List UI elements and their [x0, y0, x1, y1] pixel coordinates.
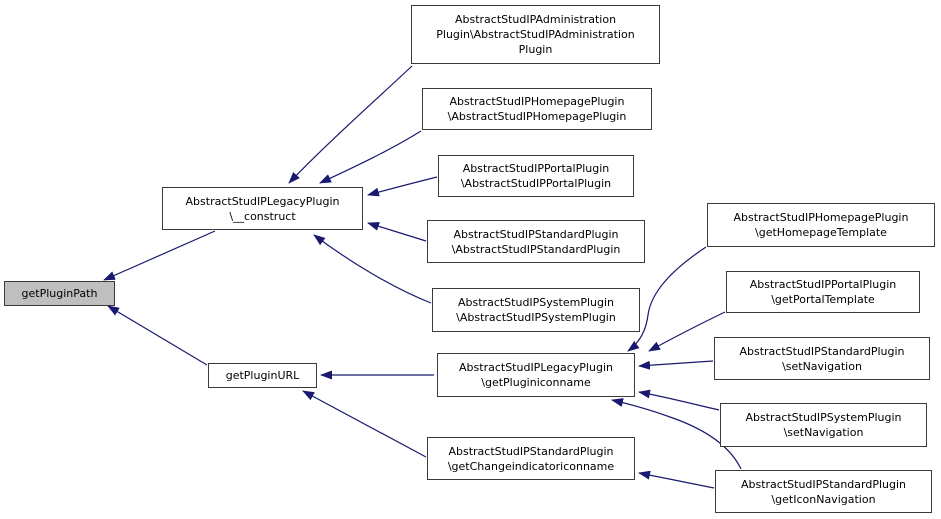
node-system-label-line: \AbstractStudIPSystemPlugin: [456, 311, 616, 324]
node-admin-label-line: AbstractStudIPAdministration: [454, 13, 617, 26]
node-setnav_std[interactable]: AbstractStudIPStandardPlugin\setNavigati…: [714, 337, 930, 380]
node-homepage-label-line: \AbstractStudIPHomepagePlugin: [447, 110, 627, 123]
edge-iconnav-to-changeind: [638, 470, 715, 489]
edge-url-to-path: [107, 305, 208, 366]
node-portal-label-line: \AbstractStudIPPortalPlugin: [460, 177, 612, 190]
edge-setnav_sys-to-iconname: [638, 389, 720, 411]
node-setnav_sys[interactable]: AbstractStudIPSystemPlugin \setNavigation: [720, 403, 927, 447]
node-iconnav-label-line: \getIconNavigation: [771, 492, 876, 506]
node-iconnav[interactable]: AbstractStudIPStandardPlugin\getIconNavi…: [715, 470, 932, 513]
node-admin-label-line: Plugin\AbstractStudIPAdministration: [436, 28, 635, 41]
node-construct-label-line: AbstractStudIPLegacyPlugin: [185, 194, 340, 208]
node-standard[interactable]: AbstractStudIPStandardPlugin\AbstractStu…: [427, 220, 645, 263]
edge-setnav_std-to-iconname: [638, 360, 714, 370]
node-iconname[interactable]: AbstractStudIPLegacyPlugin \getPluginicon…: [437, 353, 635, 397]
node-admin-label-line: Plugin: [518, 43, 553, 56]
edge-system-to-construct: [313, 234, 432, 304]
node-path[interactable]: getPluginPath: [4, 281, 115, 306]
node-setnav_std-label-line: AbstractStudIPStandardPlugin: [739, 344, 905, 358]
node-changeind[interactable]: AbstractStudIPStandardPlugin\getChangein…: [427, 437, 635, 480]
node-standard-label-line: AbstractStudIPStandardPlugin: [453, 227, 619, 241]
edge-standard-to-construct: [367, 222, 427, 242]
edge-homepage-to-construct: [319, 130, 422, 184]
edge-iconnav-to-iconname: [611, 398, 742, 470]
node-homepage-label-line: AbstractStudIPHomepagePlugin: [449, 95, 625, 108]
node-setnav_std-label-line: \setNavigation: [782, 359, 862, 373]
node-changeind-label-line: AbstractStudIPStandardPlugin: [448, 444, 614, 458]
edge-homepagetpl-to-iconname: [627, 246, 707, 352]
node-changeind-label-line: \getChangeindicatoriconname: [447, 459, 615, 473]
node-iconnav-label-line: AbstractStudIPStandardPlugin: [740, 477, 907, 491]
node-standard-label-line: \AbstractStudIPStandardPlugin: [451, 242, 621, 256]
node-portaltpl[interactable]: AbstractStudIPPortalPlugin \getPortalTemp…: [726, 271, 920, 313]
edge-portaltpl-to-iconname: [648, 311, 726, 352]
edge-construct-to-path: [103, 230, 216, 281]
node-portaltpl-label-line: AbstractStudIPPortalPlugin: [749, 278, 897, 291]
node-portal-label-line: AbstractStudIPPortalPlugin: [462, 162, 610, 175]
node-path-label-line: getPluginPath: [21, 287, 98, 300]
node-construct-label-line: \__construct: [229, 209, 296, 223]
node-homepagetpl-label-line: AbstractStudIPHomepagePlugin: [733, 211, 909, 224]
node-setnav_sys-label-line: \setNavigation: [783, 426, 864, 439]
node-url-label-line: getPluginURL: [225, 369, 300, 382]
edge-admin-to-construct: [288, 65, 413, 184]
edge-portal-to-construct: [367, 176, 438, 197]
node-system-label-line: AbstractStudIPSystemPlugin: [458, 296, 614, 309]
node-construct[interactable]: AbstractStudIPLegacyPlugin\__construct: [162, 187, 363, 230]
node-iconname-label-line: AbstractStudIPLegacyPlugin: [459, 361, 613, 374]
node-iconname-label-line: \getPluginiconname: [481, 376, 591, 389]
node-system[interactable]: AbstractStudIPSystemPlugin \AbstractStudI…: [432, 288, 640, 332]
node-url[interactable]: getPluginURL: [208, 363, 317, 388]
node-homepage[interactable]: AbstractStudIPHomepagePlugin \AbstractStu…: [422, 88, 652, 130]
node-homepagetpl[interactable]: AbstractStudIPHomepagePlugin \getHomepage…: [707, 203, 935, 247]
node-portaltpl-label-line: \getPortalTemplate: [771, 293, 875, 306]
node-setnav_sys-label-line: AbstractStudIPSystemPlugin: [745, 411, 902, 424]
node-portal[interactable]: AbstractStudIPPortalPlugin \AbstractStudI…: [438, 155, 634, 197]
node-homepagetpl-label-line: \getHomepageTemplate: [755, 226, 887, 239]
edge-changeind-to-url: [302, 390, 427, 458]
